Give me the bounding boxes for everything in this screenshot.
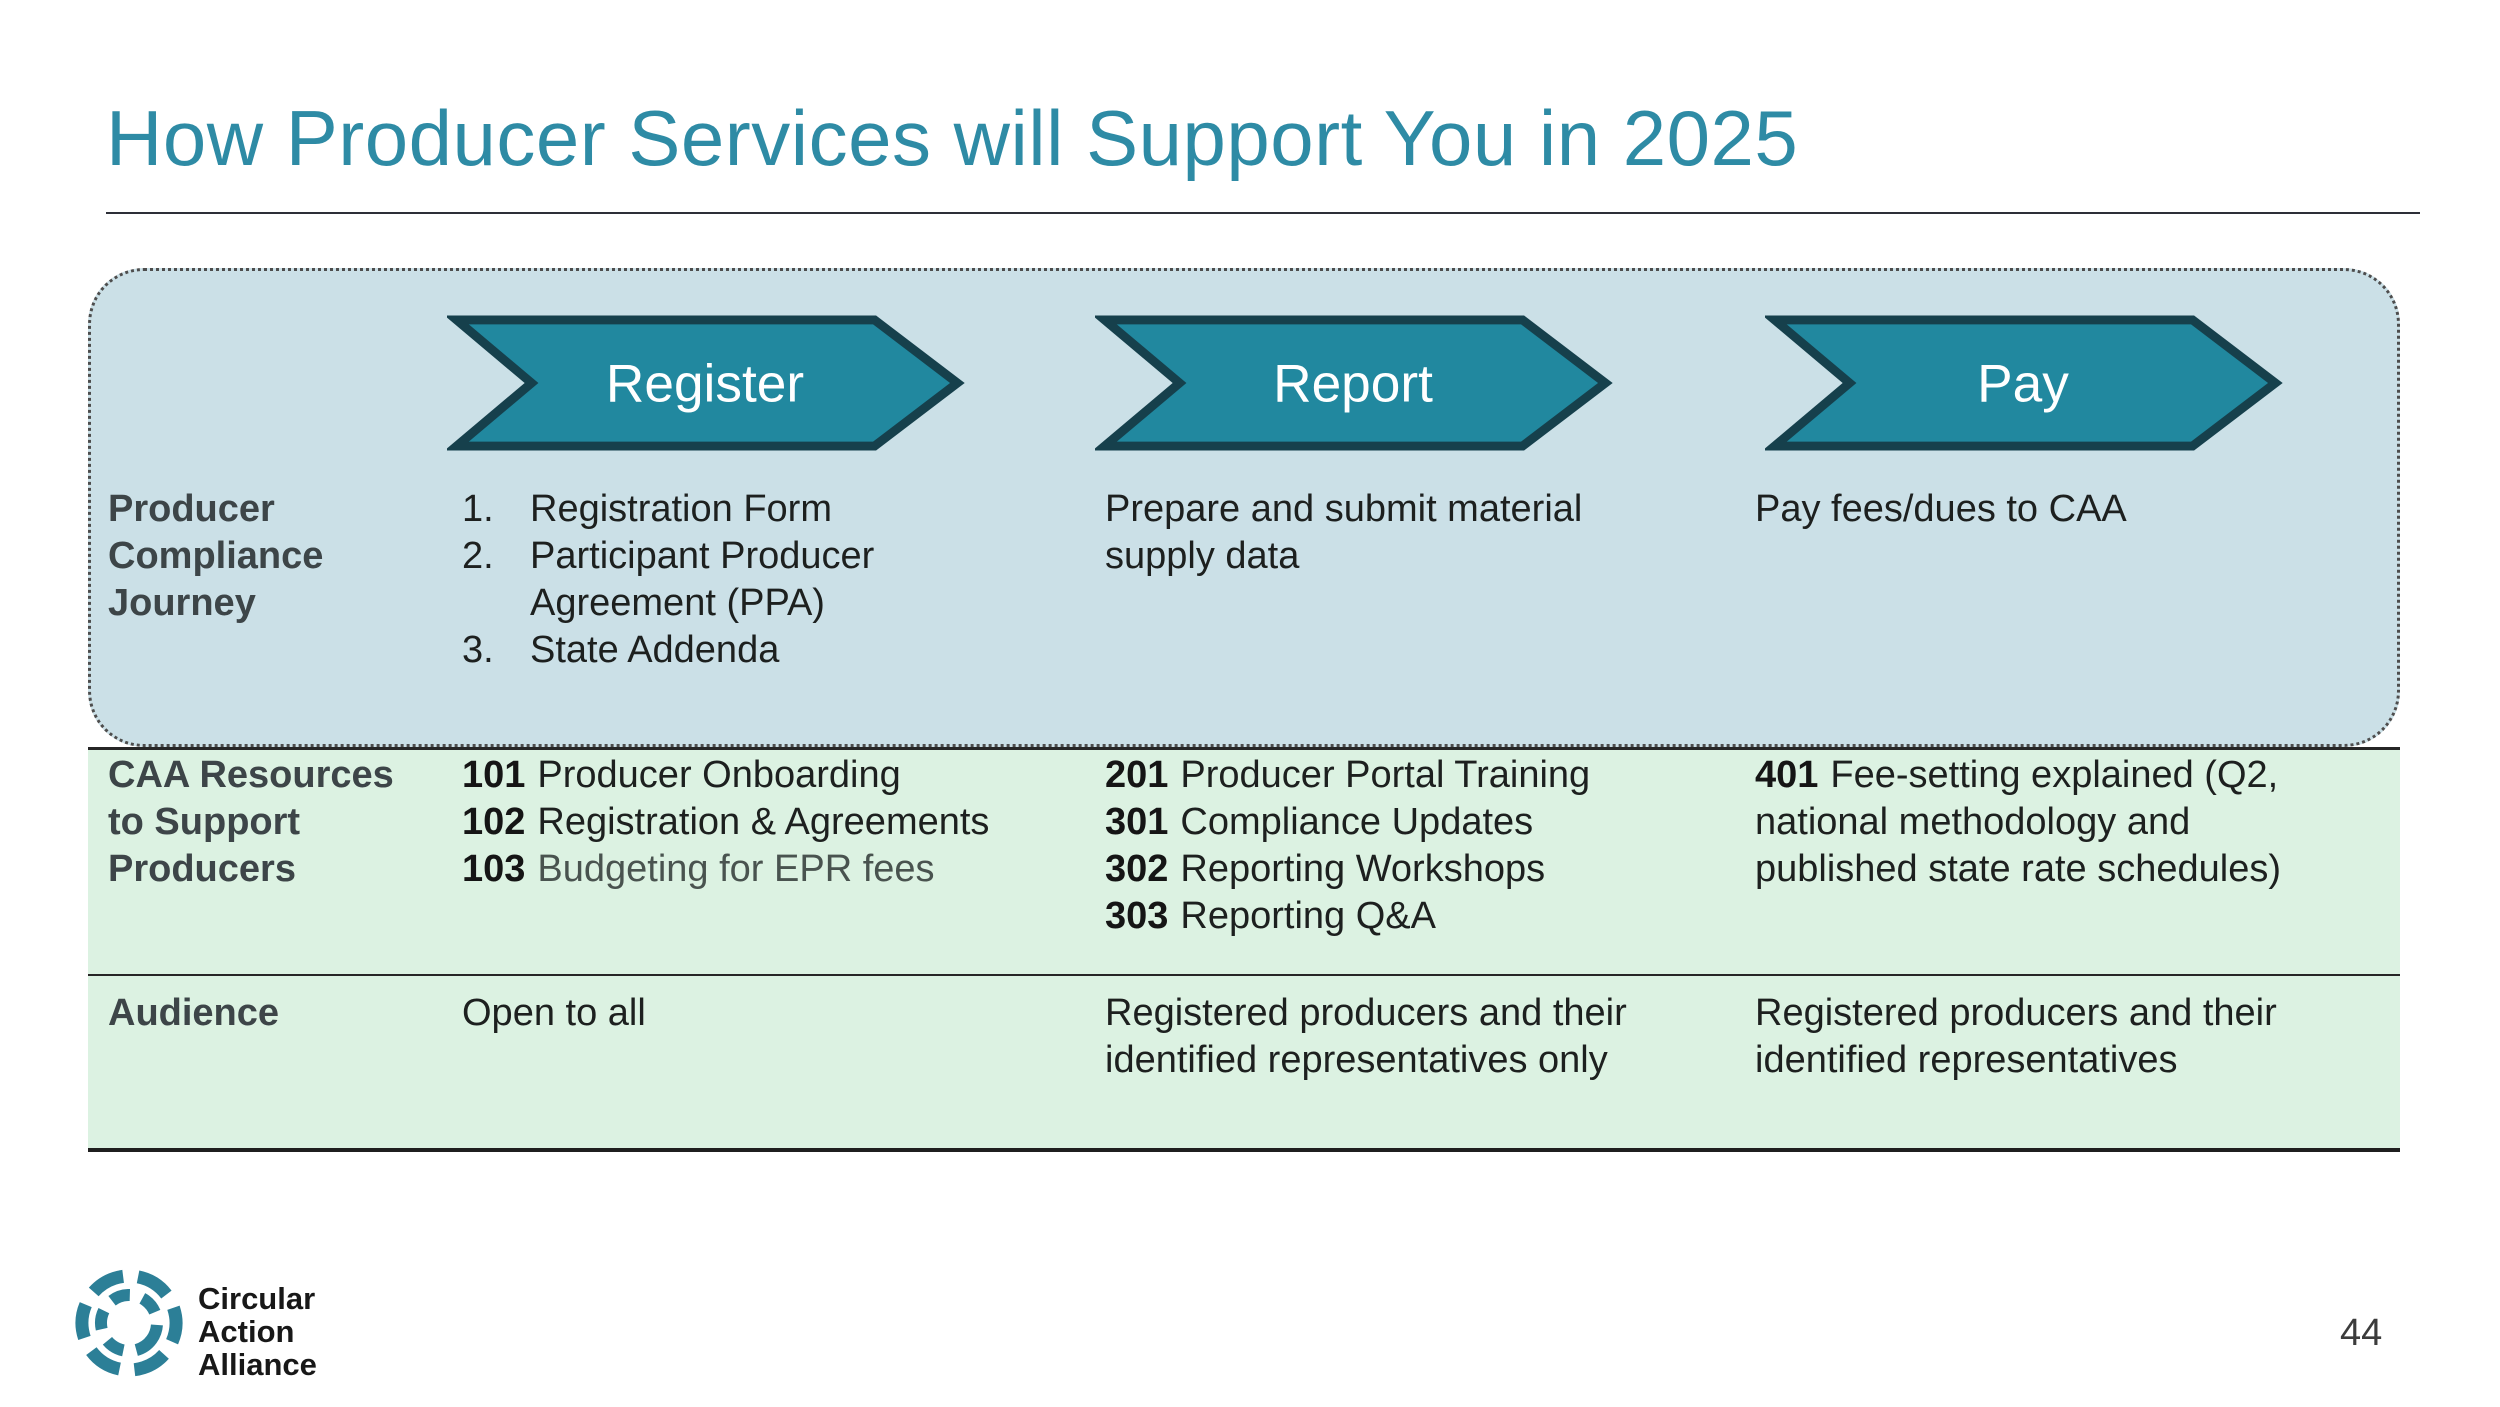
page-number: 44 — [2340, 1312, 2383, 1354]
resource-item: 101 Producer Onboarding — [462, 752, 1082, 799]
row-label-producer-compliance-journey: Producer Compliance Journey — [108, 488, 324, 624]
resource-code: 201 — [1105, 754, 1169, 796]
resource-title: Registration & Agreements — [537, 801, 990, 843]
stage-label-pay: Pay — [1977, 355, 2069, 414]
resource-title: Reporting Workshops — [1180, 848, 1546, 890]
resource-title: Budgeting for EPR fees — [537, 848, 935, 890]
stage-label-report: Report — [1273, 355, 1433, 414]
journey-register-list: 1. Registration Form 2. Participant Prod… — [462, 486, 960, 674]
resource-title: Compliance Updates — [1180, 801, 1534, 843]
chevron-shape — [1765, 315, 2283, 451]
resource-title: Reporting Q&A — [1180, 895, 1436, 937]
journey-report-text: Prepare and submit material supply data — [1105, 488, 1583, 577]
resources-report-list: 201 Producer Portal Training 301 Complianc… — [1105, 752, 1725, 940]
list-item: Participant Producer Agreement (PPA) — [530, 535, 875, 624]
resource-code: 401 — [1755, 754, 1819, 796]
row-divider — [88, 974, 2400, 976]
circular-action-alliance-logo-icon — [68, 1262, 190, 1384]
resource-title: Fee-setting explained (Q2, national meth… — [1755, 754, 2281, 890]
resource-item: 303 Reporting Q&A — [1105, 893, 1725, 940]
stage-arrow-pay: Pay — [1765, 314, 2285, 452]
page-title: How Producer Services will Support You i… — [106, 94, 1799, 182]
resource-title: Producer Onboarding — [537, 754, 901, 796]
audience-register-text: Open to all — [462, 992, 646, 1034]
title-underline — [106, 212, 2420, 214]
list-number: 2. — [462, 535, 494, 577]
row-label-caa-resources: CAA Resources to Support Producers — [108, 754, 394, 890]
resources-register-list: 101 Producer Onboarding 102 Registration &… — [462, 752, 1082, 893]
logo-line: Action — [198, 1314, 295, 1349]
logo-line: Circular — [198, 1281, 316, 1316]
resource-code: 101 — [462, 754, 526, 796]
resource-code: 103 — [462, 848, 526, 890]
list-item: State Addenda — [530, 629, 780, 671]
resource-item: 302 Reporting Workshops — [1105, 846, 1725, 893]
row-label-audience: Audience — [108, 992, 280, 1034]
journey-pay-text: Pay fees/dues to CAA — [1755, 488, 2127, 530]
resource-code: 102 — [462, 801, 526, 843]
resources-audience-band — [88, 747, 2400, 1152]
logo-wordmark: Circular Action Alliance — [198, 1282, 317, 1381]
list-number: 3. — [462, 629, 494, 671]
resource-code: 302 — [1105, 848, 1169, 890]
logo-line: Alliance — [198, 1347, 317, 1382]
stage-arrow-register: Register — [447, 314, 967, 452]
resource-item: 102 Registration & Agreements — [462, 799, 1082, 846]
list-number: 1. — [462, 488, 494, 530]
resource-item: 301 Compliance Updates — [1105, 799, 1725, 846]
resource-title: Producer Portal Training — [1180, 754, 1591, 796]
chevron-shape — [447, 315, 965, 451]
resource-item: 103 Budgeting for EPR fees — [462, 846, 1082, 893]
list-item: Registration Form — [530, 488, 832, 530]
audience-pay-text: Registered producers and their identifie… — [1755, 992, 2277, 1081]
resource-code: 303 — [1105, 895, 1169, 937]
stage-arrow-report: Report — [1095, 314, 1615, 452]
stage-label-register: Register — [606, 355, 804, 414]
chevron-shape — [1095, 315, 1613, 451]
resource-code: 301 — [1105, 801, 1169, 843]
resource-item: 201 Producer Portal Training — [1105, 752, 1725, 799]
audience-report-text: Registered producers and their identifie… — [1105, 992, 1627, 1081]
